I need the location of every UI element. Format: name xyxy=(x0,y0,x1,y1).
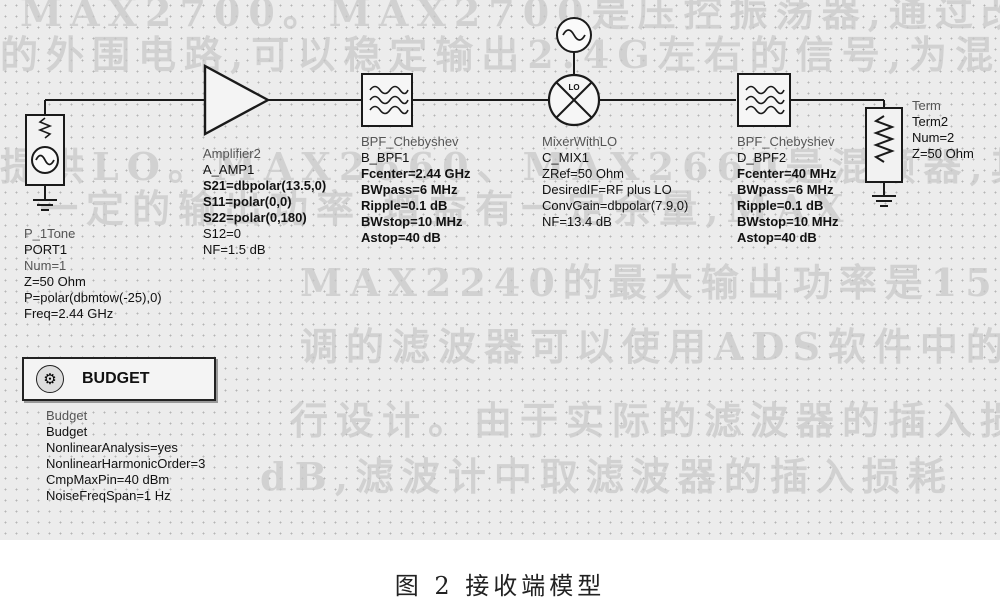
bpf2-type: BPF_Chebyshev xyxy=(737,134,835,149)
bpf2-astop: Astop=40 dB xyxy=(737,230,817,245)
bpf2-ripple: Ripple=0.1 dB xyxy=(737,198,824,213)
port1-type: P_1Tone xyxy=(24,226,76,241)
bpf1-name: B_BPF1 xyxy=(361,150,410,165)
background-text-line: MAX2700。MAX2700是压控振荡器,通过改变 xyxy=(20,0,1000,35)
amp-name: A_AMP1 xyxy=(203,162,255,177)
schematic-drawing: LO xyxy=(25,17,903,211)
background-text-line: 调的滤波器可以使用ADS软件中的滤波器 xyxy=(300,324,1000,369)
amp-nf: NF=1.5 dB xyxy=(203,242,266,257)
term2-symbol[interactable] xyxy=(865,107,903,207)
bpf2-fcenter: Fcenter=40 MHz xyxy=(737,166,837,181)
amp-s12: S12=0 xyxy=(203,226,241,241)
mixer-desiredif: DesiredIF=RF plus LO xyxy=(542,182,672,197)
background-text-line: 行设计。由于实际的滤波器的插入损耗 xyxy=(290,398,1000,443)
budget-type: Budget xyxy=(46,408,88,423)
budget-title: BUDGET xyxy=(82,370,150,387)
port1-power: P=polar(dbmtow(-25),0) xyxy=(24,290,162,305)
term2-type: Term xyxy=(912,98,941,113)
bpf1-bwpass: BWpass=6 MHz xyxy=(361,182,458,197)
term2-num: Num=2 xyxy=(912,130,955,145)
background-text-line: 提供LO。MAX2660、MAX2660是混频器,其中频输出为40 xyxy=(0,144,1000,189)
mixer-nf: NF=13.4 dB xyxy=(542,214,612,229)
budget-noisefreqspan: NoiseFreqSpan=1 Hz xyxy=(46,488,171,503)
background-text-line: 的外围电路,可以稳定输出2.4G左右的信号,为混频器 xyxy=(0,32,1000,77)
bpf1-type: BPF_Chebyshev xyxy=(361,134,459,149)
term2-name: Term2 xyxy=(912,114,949,129)
mixer-lo-label: LO xyxy=(568,83,579,92)
bpf1-symbol[interactable] xyxy=(361,73,413,127)
bpf1-astop: Astop=40 dB xyxy=(361,230,441,245)
background-scan-text: MAX2700。MAX2700是压控振荡器,通过改变 的外围电路,可以稳定输出2… xyxy=(0,0,1000,499)
port1-name: PORT1 xyxy=(24,242,68,257)
port1-z: Z=50 Ohm xyxy=(24,274,86,289)
mixer-label[interactable]: MixerWithLO C_MIX1 ZRef=50 Ohm DesiredIF… xyxy=(542,134,688,230)
bpf2-symbol[interactable] xyxy=(737,73,791,127)
port1-freq: Freq=2.44 GHz xyxy=(24,306,114,321)
bpf1-fcenter: Fcenter=2.44 GHz xyxy=(361,166,471,181)
bpf2-bwstop: BWstop=10 MHz xyxy=(737,214,839,229)
port1-num: Num=1 xyxy=(24,258,67,273)
figure-caption: 图 2 接收端模型 xyxy=(394,572,606,600)
mixer-symbol[interactable] xyxy=(547,73,601,127)
mixer-zref: ZRef=50 Ohm xyxy=(542,166,625,181)
term2-label[interactable]: Term Term2 Num=2 Z=50 Ohm xyxy=(912,98,974,162)
mixer-convgain: ConvGain=dbpolar(7.9,0) xyxy=(542,198,689,213)
bpf2-bwpass: BWpass=6 MHz xyxy=(737,182,834,197)
port1-symbol[interactable] xyxy=(25,114,65,211)
bpf1-label[interactable]: BPF_Chebyshev B_BPF1 Fcenter=2.44 GHz BW… xyxy=(361,134,470,246)
budget-nonlinear: NonlinearAnalysis=yes xyxy=(46,440,178,455)
budget-name: Budget xyxy=(46,424,88,439)
amp-s22: S22=polar(0,180) xyxy=(203,210,307,225)
budget-harmonic-order: NonlinearHarmonicOrder=3 xyxy=(46,456,206,471)
lo-source-symbol[interactable] xyxy=(556,17,592,53)
schematic-canvas[interactable]: MAX2700。MAX2700是压控振荡器,通过改变 的外围电路,可以稳定输出2… xyxy=(0,0,1000,540)
amplifier-symbol[interactable] xyxy=(203,63,271,137)
budget-label[interactable]: Budget Budget NonlinearAnalysis=yes Nonl… xyxy=(46,408,205,504)
port1-label[interactable]: P_1Tone PORT1 Num=1 Z=50 Ohm P=polar(dbm… xyxy=(24,226,162,322)
amp-label[interactable]: Amplifier2 A_AMP1 S21=dbpolar(13.5,0) S1… xyxy=(203,146,326,258)
amp-s21: S21=dbpolar(13.5,0) xyxy=(203,178,327,193)
budget-cmpmaxpin: CmpMaxPin=40 dBm xyxy=(46,472,170,487)
mixer-name: C_MIX1 xyxy=(542,150,589,165)
background-text-line: MAX2240的最大输出功率是15.5dBm, xyxy=(300,260,1000,305)
background-text-line: 一定的输出功率,增益有一定余量,MAX xyxy=(40,186,852,231)
bpf1-ripple: Ripple=0.1 dB xyxy=(361,198,448,213)
bpf2-label[interactable]: BPF_Chebyshev D_BPF2 Fcenter=40 MHz BWpa… xyxy=(737,134,838,246)
bpf2-name: D_BPF2 xyxy=(737,150,787,165)
amp-s11: S11=polar(0,0) xyxy=(203,194,292,209)
budget-icon: ⚙ xyxy=(36,365,64,393)
amp-type: Amplifier2 xyxy=(203,146,261,161)
bpf1-bwstop: BWstop=10 MHz xyxy=(361,214,463,229)
budget-controller-box[interactable]: ⚙ BUDGET xyxy=(22,357,216,401)
term2-z: Z=50 Ohm xyxy=(912,146,974,161)
mixer-type: MixerWithLO xyxy=(542,134,618,149)
background-text-line: dB,滤波计中取滤波器的插入损耗 xyxy=(260,454,954,499)
